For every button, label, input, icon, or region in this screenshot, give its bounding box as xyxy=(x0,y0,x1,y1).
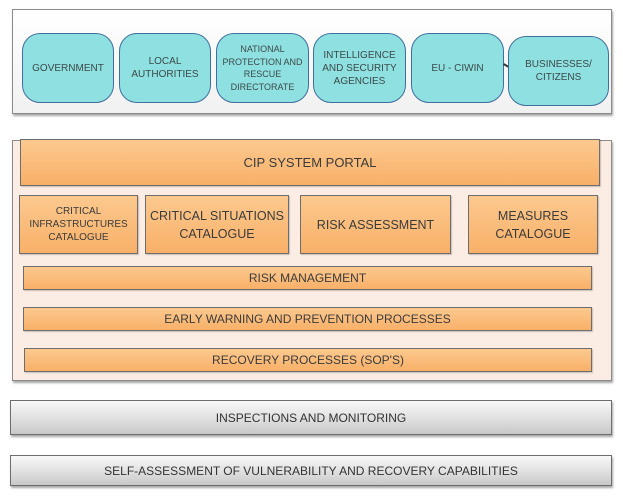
stakeholder-label: BUSINESSES/ CITIZENS xyxy=(525,59,592,83)
layer-inspections-monitoring[interactable]: INSPECTIONS AND MONITORING xyxy=(10,400,612,435)
process-label: EARLY WARNING AND PREVENTION PROCESSES xyxy=(164,312,451,326)
stakeholder-local-authorities[interactable]: LOCAL AUTHORITIES xyxy=(119,33,211,103)
process-label: RISK MANAGEMENT xyxy=(248,271,367,285)
stakeholder-label: NATIONAL PROTECTION AND RESCUE DIRECTORA… xyxy=(222,44,303,92)
process-recovery[interactable]: RECOVERY PROCESSES (SOP'S) xyxy=(24,348,592,372)
cip-system-portal[interactable]: CIP SYSTEM PORTAL xyxy=(20,139,600,186)
process-risk-management[interactable]: RISK MANAGEMENT xyxy=(23,266,592,290)
stakeholder-government[interactable]: GOVERNMENT xyxy=(22,33,114,103)
module-risk-assessment[interactable]: RISK ASSESSMENT xyxy=(300,195,451,254)
stakeholder-label: GOVERNMENT xyxy=(32,62,104,74)
layer-label: INSPECTIONS AND MONITORING xyxy=(215,410,407,425)
layer-label: SELF-ASSESSMENT OF VULNERABILITY AND REC… xyxy=(104,463,518,478)
module-label: RISK ASSESSMENT xyxy=(316,217,435,232)
module-label: CRITICAL INFRASTRUCTURES CATALOGUE xyxy=(29,206,128,243)
stakeholder-national-protection-rescue[interactable]: NATIONAL PROTECTION AND RESCUE DIRECTORA… xyxy=(216,33,309,103)
module-critical-infrastructures-catalogue[interactable]: CRITICAL INFRASTRUCTURES CATALOGUE xyxy=(19,195,138,254)
portal-label: CIP SYSTEM PORTAL xyxy=(243,154,377,170)
module-label: MEASURES CATALOGUE xyxy=(495,208,571,241)
process-early-warning-prevention[interactable]: EARLY WARNING AND PREVENTION PROCESSES xyxy=(23,307,592,331)
layer-self-assessment[interactable]: SELF-ASSESSMENT OF VULNERABILITY AND REC… xyxy=(10,455,612,486)
module-measures-catalogue[interactable]: MEASURES CATALOGUE xyxy=(468,195,598,254)
stakeholder-businesses-citizens[interactable]: BUSINESSES/ CITIZENS xyxy=(508,36,609,106)
module-label: CRITICAL SITUATIONS CATALOGUE xyxy=(149,208,285,241)
stakeholder-label: INTELLIGENCE AND SECURITY AGENCIES xyxy=(322,49,397,87)
stakeholder-intelligence-security[interactable]: INTELLIGENCE AND SECURITY AGENCIES xyxy=(313,33,406,103)
module-critical-situations-catalogue[interactable]: CRITICAL SITUATIONS CATALOGUE xyxy=(145,195,289,254)
stakeholder-label: EU - CIWIN xyxy=(431,62,484,74)
stakeholder-label: LOCAL AUTHORITIES xyxy=(131,56,199,80)
stakeholder-eu-ciwin[interactable]: EU - CIWIN xyxy=(411,33,504,103)
process-label: RECOVERY PROCESSES (SOP'S) xyxy=(212,353,404,367)
